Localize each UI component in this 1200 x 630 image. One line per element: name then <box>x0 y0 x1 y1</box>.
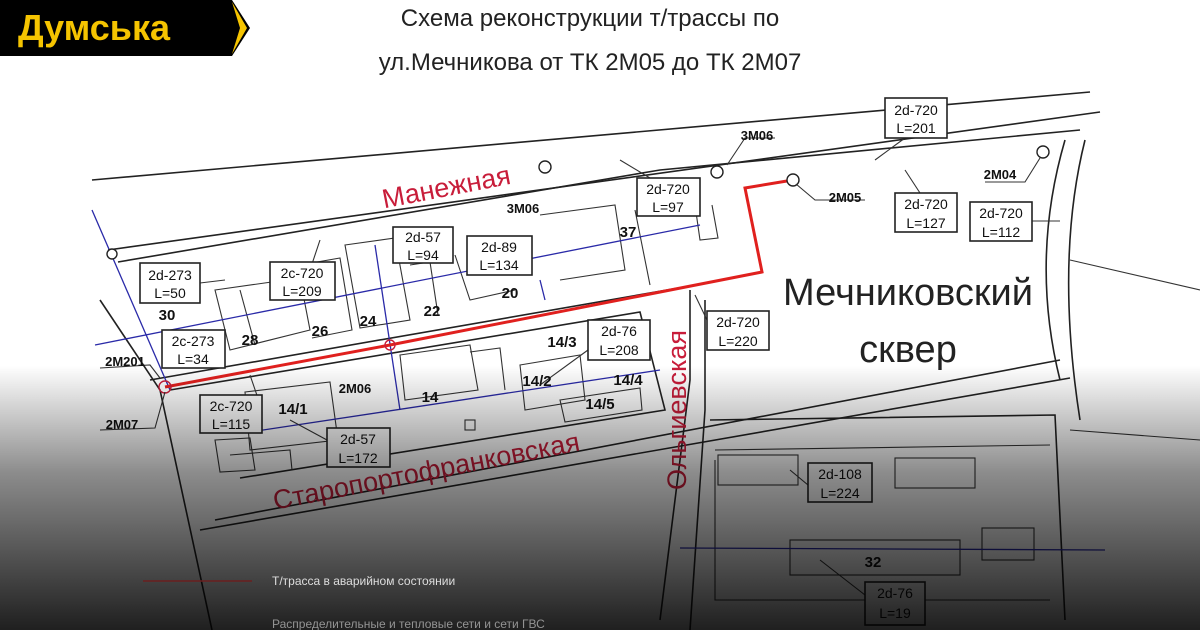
logo-text: Думська <box>18 7 171 48</box>
logo[interactable]: Думська <box>0 0 250 56</box>
legend-label-distribution: Распределительные и тепловые сети и сети… <box>272 617 545 630</box>
legend-label-emergency: Т/трасса в аварийном состоянии <box>272 574 455 588</box>
